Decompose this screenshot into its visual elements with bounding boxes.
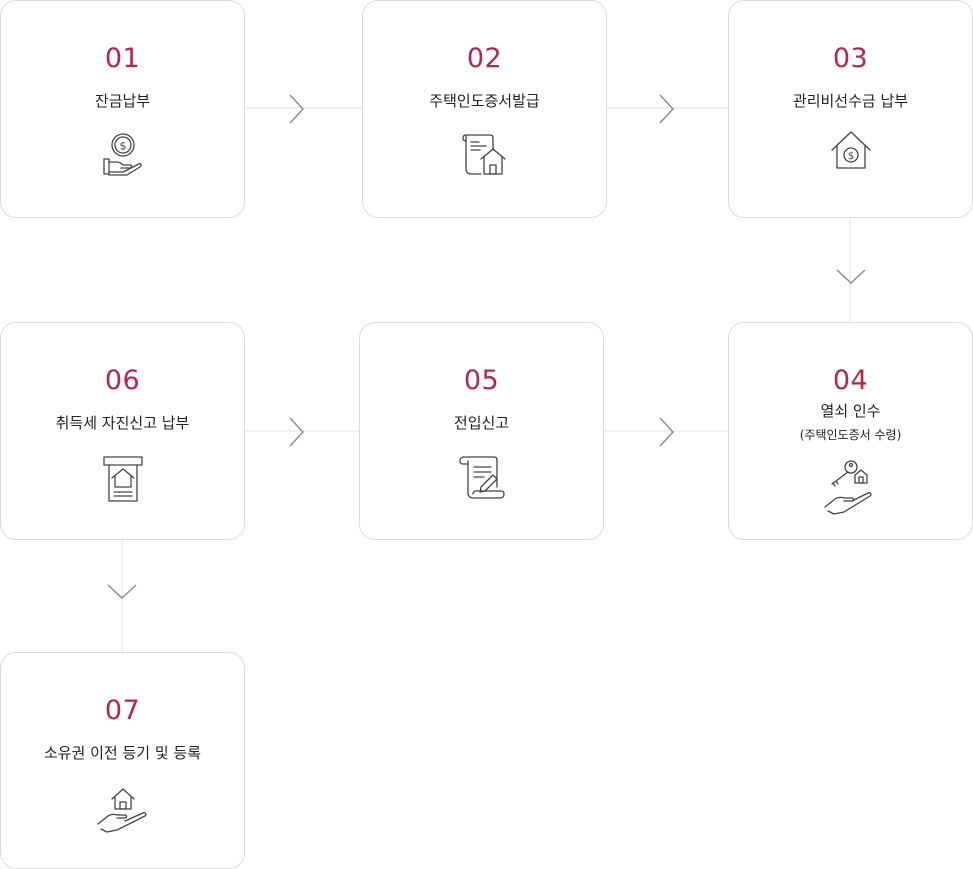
- step-number: 04: [832, 365, 869, 396]
- step-number: 06: [104, 365, 141, 396]
- step-label: 잔금납부: [94, 92, 151, 110]
- step-card-02: 02 주택인도증서발급: [362, 0, 607, 218]
- step-card-04: 04 열쇠 인수 (주택인도증서 수령): [728, 322, 973, 540]
- chevron-down-icon: [836, 269, 866, 284]
- chevron-right-icon: [659, 417, 674, 447]
- hand-key-icon: [823, 460, 871, 515]
- chevron-down-icon: [107, 584, 137, 599]
- svg-text:$: $: [119, 140, 126, 153]
- document-house-icon: [461, 134, 506, 175]
- step-sublabel: (주택인도증서 수령): [799, 428, 902, 442]
- step-number: 03: [832, 43, 869, 74]
- chevron-right-icon: [289, 417, 304, 447]
- hand-coin-icon: $: [102, 133, 142, 176]
- step-label: 소유권 이전 등기 및 등록: [43, 744, 202, 762]
- receipt-house-icon: [102, 456, 143, 502]
- step-card-03: 03 관리비선수금 납부 $: [728, 0, 973, 218]
- step-label: 전입신고: [453, 414, 510, 432]
- hand-house-icon: [96, 788, 146, 833]
- house-coin-icon: $: [830, 131, 871, 169]
- step-label: 관리비선수금 납부: [792, 92, 909, 110]
- step-card-07: 07 소유권 이전 등기 및 등록: [0, 652, 245, 869]
- step-card-01: 01 잔금납부 $: [0, 0, 245, 218]
- step-label: 열쇠 인수: [820, 402, 881, 420]
- step-label: 취득세 자진신고 납부: [55, 414, 190, 432]
- step-number: 05: [463, 365, 500, 396]
- chevron-right-icon: [289, 94, 304, 124]
- step-card-05: 05 전입신고: [359, 322, 604, 540]
- scroll-pen-icon: [458, 456, 505, 499]
- step-number: 02: [466, 43, 503, 74]
- step-label: 주택인도증서발급: [429, 92, 540, 110]
- step-card-06: 06 취득세 자진신고 납부: [0, 322, 245, 540]
- svg-text:$: $: [847, 151, 853, 162]
- chevron-right-icon: [659, 94, 674, 124]
- step-number: 01: [104, 43, 141, 74]
- step-number: 07: [104, 695, 141, 726]
